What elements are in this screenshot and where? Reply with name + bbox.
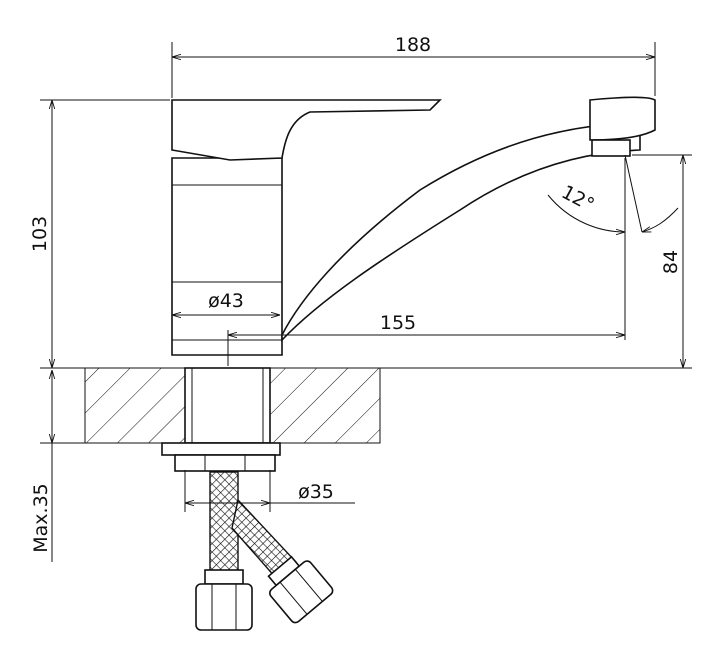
mounting-hardware xyxy=(161,442,334,631)
dimension-103: 103 xyxy=(29,99,170,368)
svg-text:84: 84 xyxy=(660,250,682,274)
svg-text:188: 188 xyxy=(395,34,431,56)
dimension-spout-angle: 12° xyxy=(547,154,679,232)
dimension-shank-diameter: ø35 xyxy=(184,470,355,512)
svg-text:ø43: ø43 xyxy=(208,290,244,312)
svg-text:155: 155 xyxy=(380,312,416,334)
svg-text:Max.35: Max.35 xyxy=(30,483,52,553)
dimension-188: 188 xyxy=(171,34,656,98)
svg-text:ø35: ø35 xyxy=(298,481,334,503)
dimension-84: 84 xyxy=(632,154,692,368)
dimension-max-thickness: Max.35 xyxy=(30,370,52,562)
lever-handle xyxy=(171,99,442,161)
dimension-body-diameter: ø43 xyxy=(172,290,280,315)
svg-text:103: 103 xyxy=(29,216,51,252)
faucet-body xyxy=(171,96,656,356)
dimension-155: 155 xyxy=(227,158,626,366)
countertop-section xyxy=(40,367,692,444)
